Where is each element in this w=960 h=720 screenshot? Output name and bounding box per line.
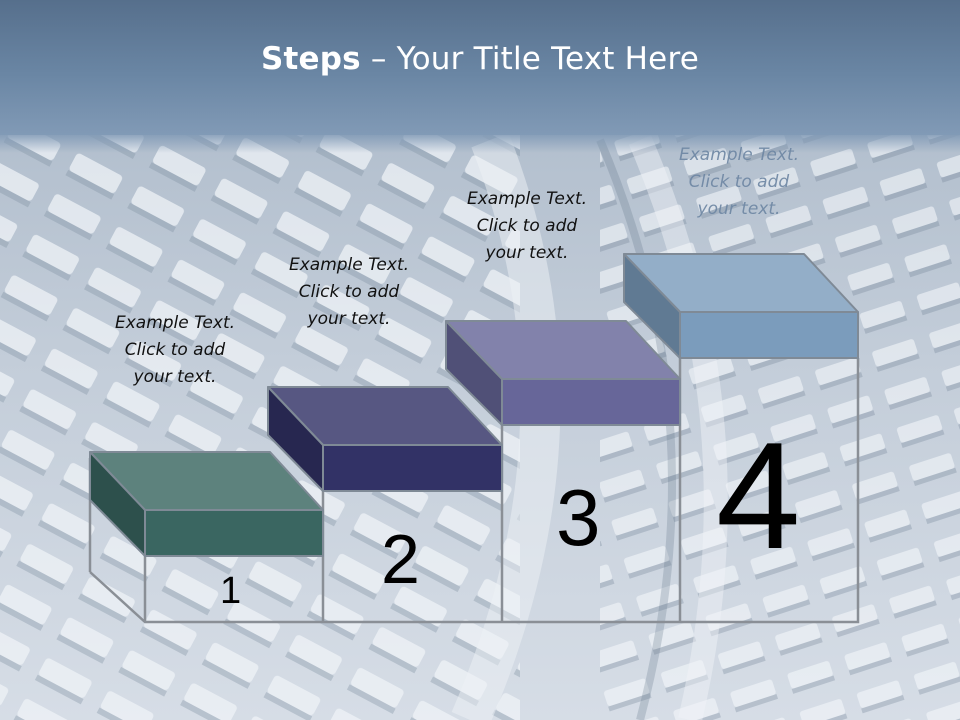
step-4-number: 4 xyxy=(716,411,801,581)
step-1-text[interactable]: Example Text. Click to add your text. xyxy=(114,313,236,387)
step-3-text[interactable]: Example Text. Click to add your text. xyxy=(466,189,588,263)
title-bar: Steps – Your Title Text Here xyxy=(0,0,960,153)
step-1-block-front xyxy=(144,509,324,557)
page-title[interactable]: Steps – Your Title Text Here xyxy=(261,41,699,77)
step-2-text[interactable]: Example Text. Click to add your text. xyxy=(288,255,410,329)
step-3-number: 3 xyxy=(556,473,601,562)
step-2-number: 2 xyxy=(381,520,420,598)
step-2-block-front xyxy=(322,444,503,492)
title-bar-fade xyxy=(0,135,960,153)
step-2-block[interactable] xyxy=(267,386,503,492)
step-3-block-front xyxy=(501,378,681,426)
step-4-text[interactable]: Example Text. Click to add your text. xyxy=(678,145,800,219)
page-title-bold: Steps xyxy=(260,40,361,77)
step-3-block[interactable] xyxy=(445,320,681,426)
page-title-rest: – Your Title Text Here xyxy=(360,40,699,77)
step-4-block-front xyxy=(679,311,859,359)
step-1-number: 1 xyxy=(220,570,242,612)
step-4-block[interactable] xyxy=(623,253,859,359)
step-1-block[interactable] xyxy=(89,451,324,557)
